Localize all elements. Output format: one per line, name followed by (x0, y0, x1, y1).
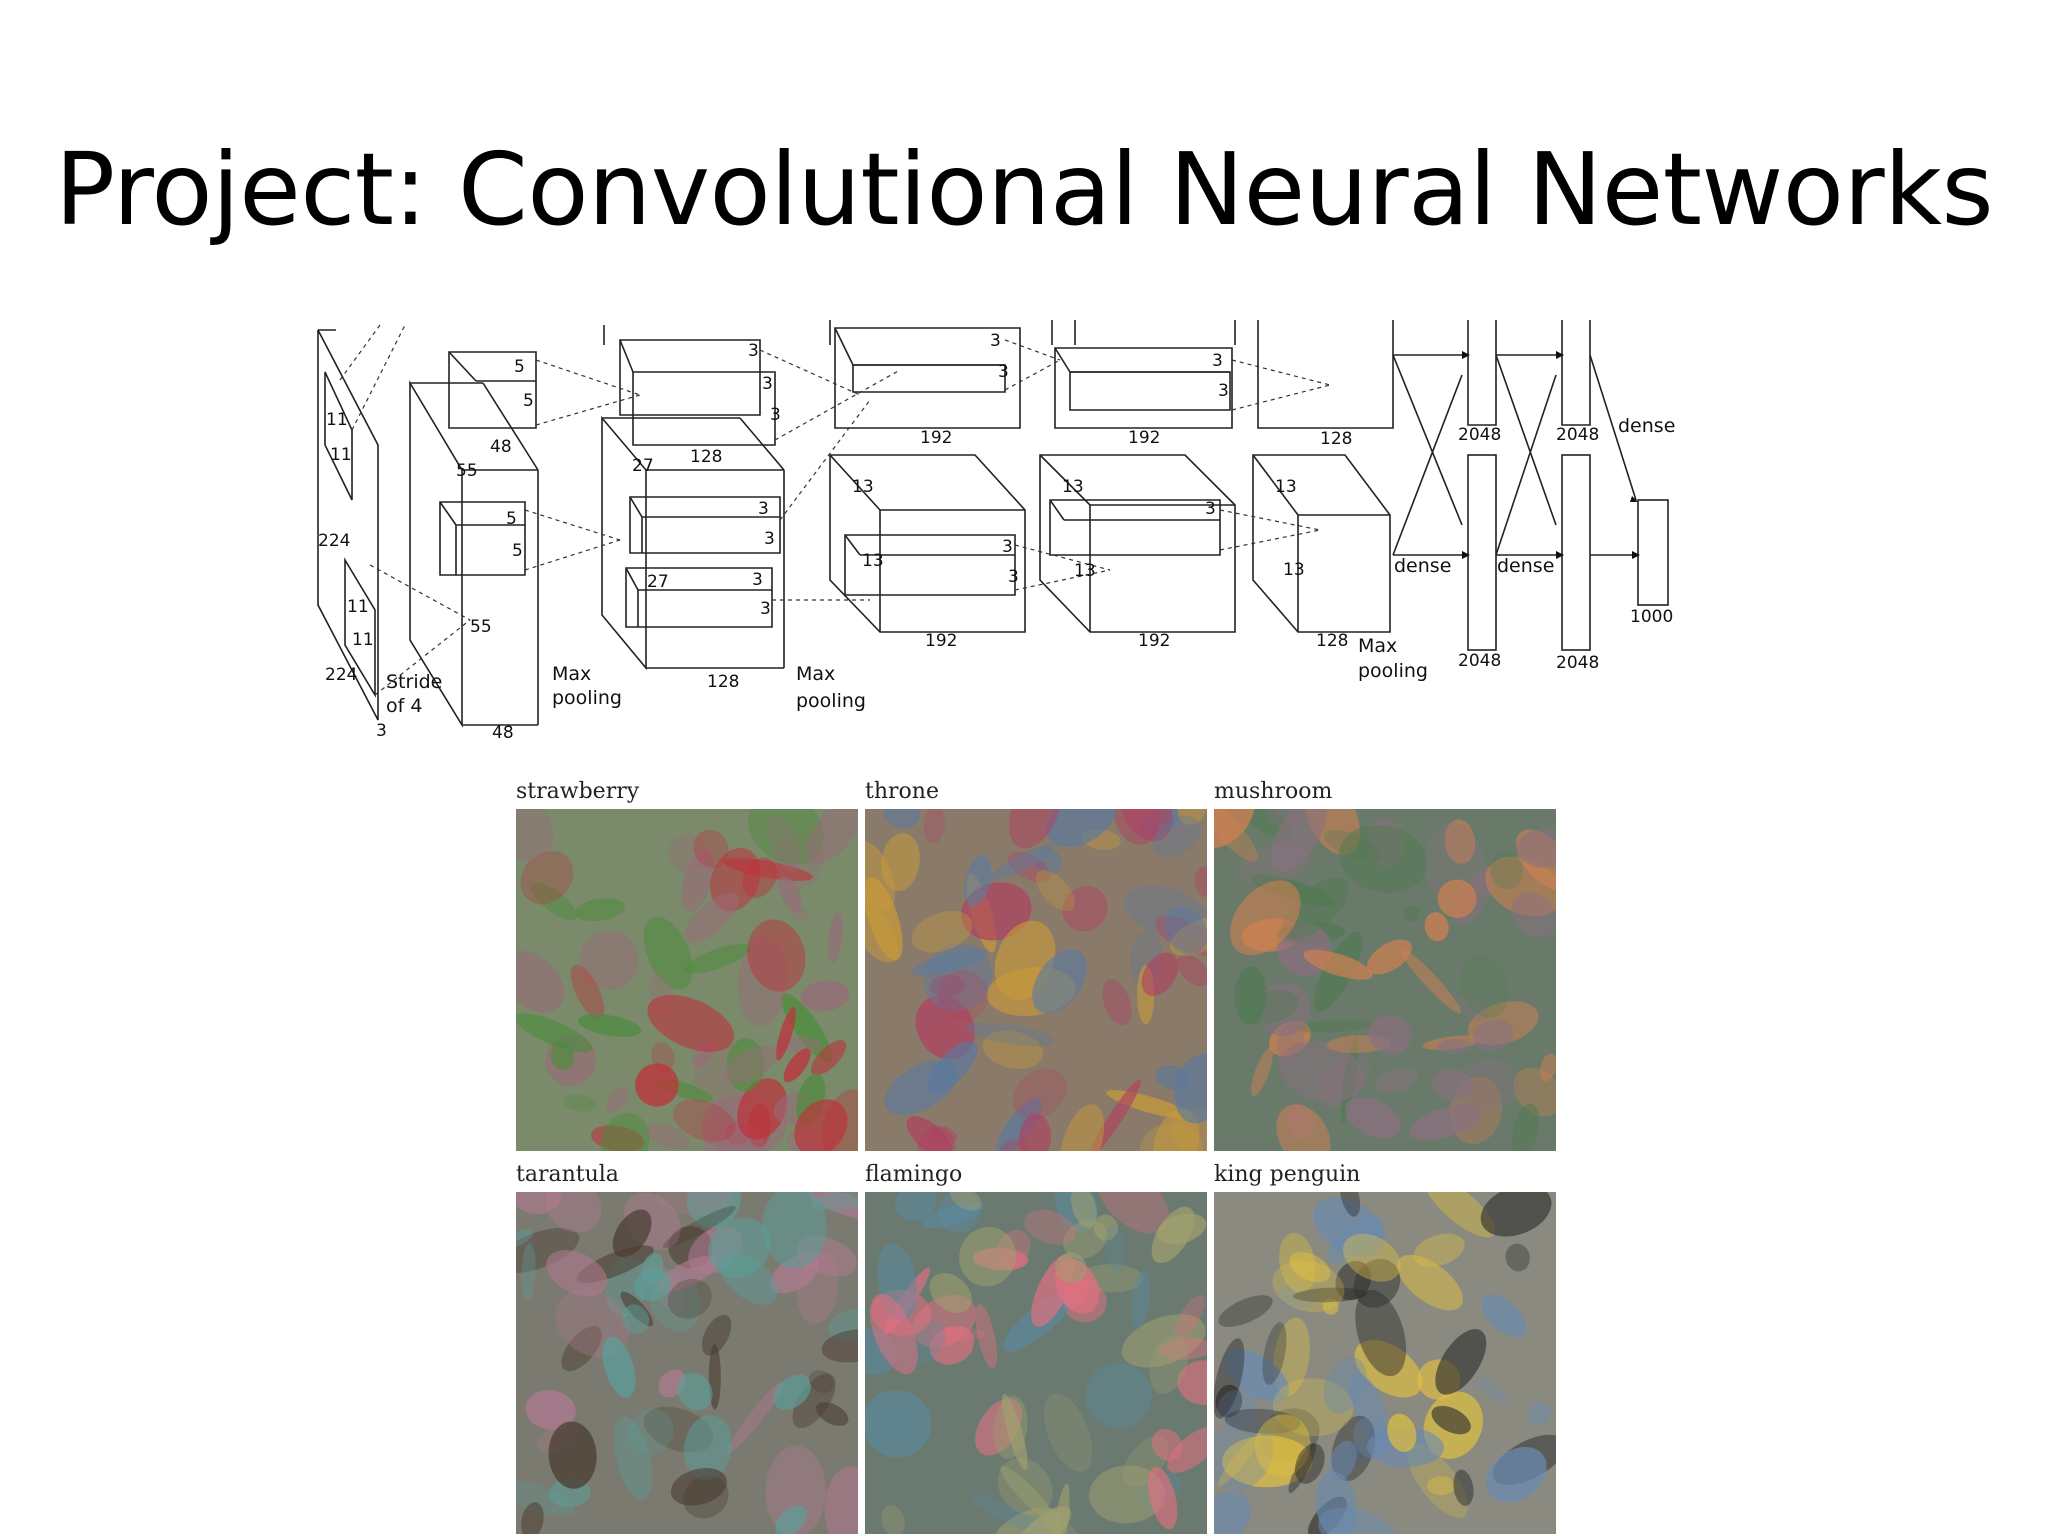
label-13c: 13 (1062, 477, 1084, 497)
label-k3a: 3 (748, 341, 759, 361)
label-13e: 13 (1275, 477, 1297, 497)
label-dense-2: dense (1497, 555, 1554, 577)
label-224-side: 224 (318, 531, 350, 551)
label-k3f: 3 (752, 570, 763, 590)
label-k5b: 5 (523, 391, 534, 411)
label-128-top: 128 (690, 447, 722, 467)
label-27a: 27 (632, 456, 654, 476)
panel-caption: throne (865, 779, 939, 804)
label-k11d: 11 (352, 630, 374, 650)
label-128c: 128 (1320, 429, 1352, 449)
label-128d: 128 (1316, 631, 1348, 651)
label-k5a: 5 (514, 357, 525, 377)
label-k3l: 3 (1212, 351, 1223, 371)
slide-title: Project: Convolutional Neural Networks (54, 131, 1994, 248)
label-k3n: 3 (1205, 499, 1216, 519)
panel-caption: strawberry (516, 779, 640, 804)
label-stride-1: Stride (386, 671, 442, 693)
label-192c: 192 (1128, 428, 1160, 448)
label-2048c: 2048 (1458, 651, 1501, 671)
label-13f: 13 (1283, 560, 1305, 580)
label-224-bottom: 224 (325, 665, 357, 685)
label-dense-3: dense (1618, 415, 1675, 437)
panel-image (1214, 809, 1556, 1151)
label-k3m: 3 (1218, 381, 1229, 401)
label-stride-2: of 4 (386, 695, 422, 717)
label-k3g: 3 (760, 599, 771, 619)
label-27b: 27 (647, 572, 669, 592)
panel-caption: king penguin (1214, 1162, 1361, 1187)
label-k3j: 3 (1002, 537, 1013, 557)
label-dense-1: dense (1394, 555, 1451, 577)
label-192b: 192 (925, 631, 957, 651)
label-1000: 1000 (1630, 607, 1673, 627)
panel-image (516, 1192, 858, 1534)
panel-image (865, 809, 1207, 1151)
label-13a: 13 (852, 477, 874, 497)
panel-image (865, 1192, 1207, 1534)
label-48-top: 48 (490, 437, 512, 457)
label-maxpool2-a: Max (796, 663, 835, 685)
label-192a: 192 (920, 428, 952, 448)
label-55a: 55 (456, 461, 478, 481)
label-k3k: 3 (1008, 567, 1019, 587)
panel-caption: flamingo (865, 1162, 963, 1187)
panel-image (516, 809, 858, 1151)
label-2048d: 2048 (1556, 653, 1599, 673)
label-k3e: 3 (764, 529, 775, 549)
label-13b: 13 (862, 551, 884, 571)
label-maxpool2-b: pooling (796, 690, 866, 712)
label-k11a: 11 (326, 410, 348, 430)
panel-image (1214, 1192, 1556, 1534)
label-maxpool3-a: Max (1358, 635, 1397, 657)
label-k11c: 11 (347, 597, 369, 617)
label-13d: 13 (1074, 561, 1096, 581)
label-128-bottom: 128 (707, 672, 739, 692)
label-55b: 55 (470, 617, 492, 637)
label-maxpool1-b: pooling (552, 687, 622, 709)
label-k3b: 3 (762, 374, 773, 394)
label-k3i: 3 (998, 362, 1009, 382)
label-k5d: 5 (512, 541, 523, 561)
label-192d: 192 (1138, 631, 1170, 651)
label-k3c: 3 (770, 405, 781, 425)
label-2048b: 2048 (1556, 425, 1599, 445)
label-k3d: 3 (758, 499, 769, 519)
label-k3h: 3 (990, 331, 1001, 351)
label-maxpool3-b: pooling (1358, 660, 1428, 682)
label-k5c: 5 (506, 509, 517, 529)
label-k11b: 11 (330, 445, 352, 465)
label-2048a: 2048 (1458, 425, 1501, 445)
label-3: 3 (376, 721, 387, 741)
panel-caption: mushroom (1214, 779, 1333, 804)
label-48-bottom: 48 (492, 723, 514, 743)
label-maxpool1-a: Max (552, 663, 591, 685)
panel-caption: tarantula (516, 1162, 619, 1187)
